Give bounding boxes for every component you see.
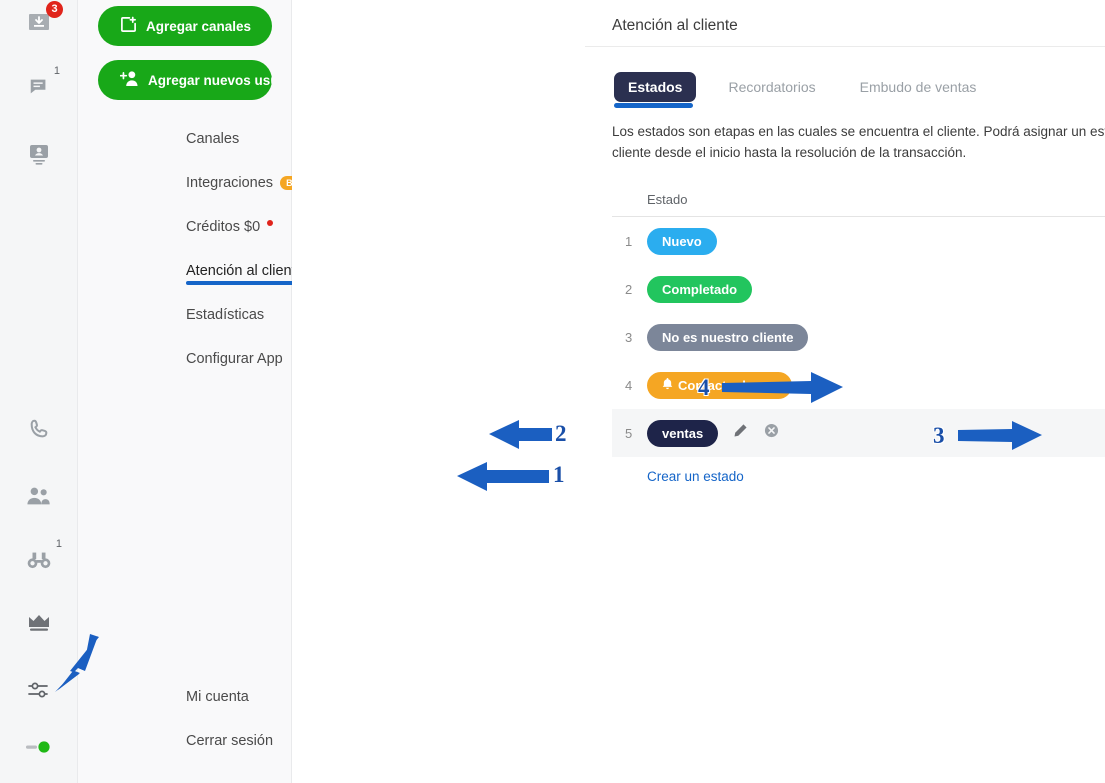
sidebar-item-atencion-al-cliente[interactable]: Atención al cliente: [186, 263, 304, 279]
credits-alert-dot-icon: [267, 220, 274, 226]
sidebar-nav: Agregar canales Agregar nuevos usu... Ca…: [78, 0, 318, 783]
bell-icon: [662, 377, 673, 393]
tab-estados[interactable]: Estados: [614, 72, 697, 102]
crown-icon: [27, 613, 51, 638]
binoculars-badge: 1: [55, 538, 62, 550]
page-title: Atención al cliente: [612, 17, 738, 34]
inbox-icon-button[interactable]: 3: [0, 1, 78, 39]
sidebar-item-label: Mi cuenta: [186, 689, 249, 705]
status-chip-completado[interactable]: Completado: [647, 275, 753, 303]
add-channels-label: Agregar canales: [146, 18, 252, 34]
sidebar-item-configurar-app[interactable]: Configurar App: [186, 351, 283, 367]
status-toggle-icon-button[interactable]: [0, 740, 78, 758]
sidebar-item-label: Canales: [186, 131, 240, 147]
row-number: 4: [625, 377, 633, 393]
add-channels-button[interactable]: Agregar canales: [98, 6, 272, 46]
status-chip-ventas[interactable]: ventas: [647, 419, 719, 447]
contact-card-icon: [27, 142, 51, 171]
contact-card-icon-button[interactable]: [0, 142, 78, 171]
table-row[interactable]: 2 Completado: [612, 265, 1105, 313]
table-row[interactable]: 5 ventas: [612, 409, 1105, 457]
people-icon: [26, 485, 52, 512]
status-chip-nuevo[interactable]: Nuevo: [647, 227, 717, 255]
status-chip-contactar-luego[interactable]: Contactar luego: [647, 371, 792, 399]
chat-badge: 1: [53, 65, 60, 77]
sidebar-item-creditos[interactable]: Créditos $0: [186, 219, 274, 235]
status-chip-label: Contactar luego: [678, 377, 777, 393]
add-channel-plus-icon: [120, 16, 137, 36]
annotation-number-1: 1: [553, 462, 565, 487]
create-status-link[interactable]: Crear un estado: [647, 469, 744, 484]
status-chip-label: No es nuestro cliente: [662, 329, 794, 345]
tab-bar: Estados Recordatorios Embudo de ventas: [614, 72, 986, 102]
sidebar-item-label: Atención al cliente: [186, 263, 304, 279]
sliders-icon: [27, 680, 51, 705]
binoculars-icon-button[interactable]: 1: [0, 539, 78, 576]
sidebar-item-canales[interactable]: Canales: [186, 131, 239, 147]
edit-pencil-icon[interactable]: [732, 423, 748, 444]
add-users-button[interactable]: Agregar nuevos usu...: [98, 60, 272, 100]
row-actions: [732, 423, 779, 444]
chat-icon: 1: [28, 66, 60, 103]
table-row[interactable]: 4 Contactar luego: [612, 361, 1105, 409]
table-row[interactable]: 1 Nuevo: [612, 217, 1105, 265]
add-user-plus-icon: [119, 70, 139, 90]
add-users-label: Agregar nuevos usu...: [148, 72, 272, 88]
table-header-row: Estado Añadir un recordatorio ?: [612, 182, 1105, 217]
row-number: 3: [625, 329, 633, 345]
column-header-estado: Estado: [647, 191, 688, 207]
title-divider: [585, 46, 1105, 47]
row-number: 1: [625, 233, 633, 249]
tab-embudo-de-ventas[interactable]: Embudo de ventas: [859, 79, 977, 95]
main-content: Atención al cliente Estados Recordatorio…: [292, 0, 1105, 783]
status-toggle-icon: [25, 740, 53, 758]
status-chip-label: Nuevo: [662, 233, 702, 249]
inbox-badge: 3: [46, 1, 63, 18]
sidebar-item-mi-cuenta[interactable]: Mi cuenta: [186, 689, 249, 705]
sidebar-item-label: Créditos $0: [186, 219, 261, 235]
row-number: 2: [625, 281, 633, 297]
sidebar-item-estadisticas[interactable]: Estadísticas: [186, 307, 264, 323]
annotation-number-4: 4: [698, 375, 710, 400]
sliders-icon-button[interactable]: [0, 680, 78, 705]
sidebar-item-label: Estadísticas: [186, 307, 265, 323]
status-chip-no-es-nuestro-cliente[interactable]: No es nuestro cliente: [647, 323, 809, 351]
annotation-number-2: 2: [555, 421, 567, 446]
crown-icon-button[interactable]: [0, 613, 78, 638]
sidebar-item-label: Configurar App: [186, 351, 283, 367]
people-icon-button[interactable]: [0, 485, 78, 512]
status-chip-label: Completado: [662, 281, 738, 297]
tab-recordatorios[interactable]: Recordatorios: [728, 79, 816, 95]
sidebar-item-cerrar-sesion[interactable]: Cerrar sesión: [186, 733, 273, 749]
row-number: 5: [625, 425, 633, 441]
sidebar-item-label: Cerrar sesión: [186, 733, 274, 749]
tab-active-underline: [614, 103, 693, 108]
status-chip-label: ventas: [662, 425, 704, 441]
annotation-number-3: 3: [933, 423, 945, 448]
phone-icon-button[interactable]: [0, 418, 78, 445]
chat-icon-button[interactable]: 1: [0, 66, 78, 103]
delete-close-icon[interactable]: [764, 423, 779, 443]
sidebar-active-underline: [186, 281, 308, 285]
table-row[interactable]: 3 No es nuestro cliente: [612, 313, 1105, 361]
status-table: Estado Añadir un recordatorio ? 1 Nuevo …: [612, 182, 1105, 457]
phone-icon: [28, 418, 50, 445]
sidebar-item-label: Integraciones: [186, 175, 274, 191]
inbox-icon: 3: [27, 1, 63, 39]
icon-rail: 3 1: [0, 0, 78, 783]
section-description: Los estados son etapas en las cuales se …: [612, 124, 1105, 160]
binoculars-icon: 1: [26, 539, 62, 576]
